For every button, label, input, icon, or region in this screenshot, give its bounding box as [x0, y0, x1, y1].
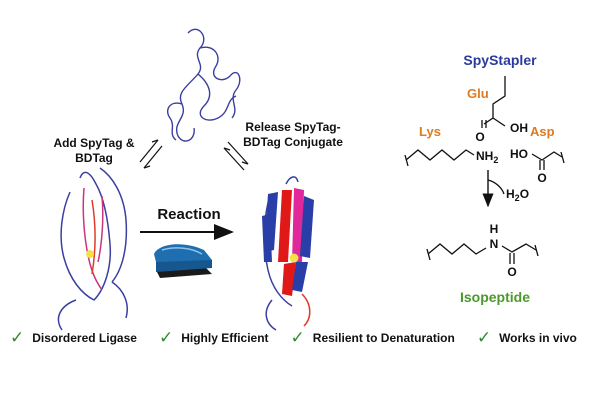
isopeptide-site-right	[289, 253, 299, 263]
feature-item: ✓ Highly Efficient	[158, 327, 269, 348]
checkmark-icon: ✓	[476, 327, 492, 348]
equilibrium-arrow-left	[139, 139, 163, 169]
lys-side-chain	[405, 149, 475, 161]
asp-hydroxyl: HO	[510, 147, 528, 161]
water-label: H2O	[506, 187, 529, 203]
release-label-line2: BDTag Conjugate	[243, 135, 343, 149]
add-label-line1: Add SpyTag &	[53, 136, 134, 150]
feature-list: ✓ Disordered Ligase ✓ Highly Efficient ✓…	[10, 326, 600, 350]
disordered-ligase-structure	[166, 28, 241, 142]
checkmark-icon: ✓	[290, 327, 305, 348]
lys-backbone-cut	[404, 154, 409, 167]
spystapler-title: SpyStapler	[463, 52, 537, 68]
product-carbonyl-bond	[509, 253, 515, 264]
release-label-line1: Release SpyTag-	[245, 120, 340, 134]
lys-label: Lys	[419, 124, 441, 139]
feature-item: ✓ Disordered Ligase	[10, 327, 137, 348]
ligase-tag-complex-right	[262, 176, 314, 331]
feature-label: Works in vivo	[499, 331, 577, 345]
isopeptide-label: Isopeptide	[460, 289, 530, 305]
glu-carbonyl-o: O	[475, 130, 484, 144]
amide-nitrogen: N	[490, 237, 499, 251]
equilibrium-arrow-right	[223, 141, 249, 171]
feature-label: Resilient to Denaturation	[312, 331, 455, 345]
feature-label: Disordered Ligase	[32, 331, 137, 345]
checkmark-icon: ✓	[10, 327, 25, 348]
checkmark-icon: ✓	[158, 327, 174, 348]
product-carbonyl-o: O	[507, 265, 516, 279]
add-label-line2: BDTag	[75, 151, 113, 165]
asp-side-chain	[531, 151, 565, 170]
lys-amine: NH2	[476, 149, 498, 165]
glu-hydroxyl: OH	[510, 121, 528, 135]
reactive-site-left	[86, 250, 94, 258]
glu-label: Glu	[467, 86, 489, 101]
product-asp-chain	[501, 243, 537, 253]
feature-label: Highly Efficient	[181, 331, 269, 345]
product-backbone-cut	[426, 248, 431, 261]
stapler-illustration	[154, 244, 212, 278]
feature-item: ✓ Resilient to Denaturation	[290, 327, 455, 348]
glu-side-chain	[481, 76, 506, 128]
reaction-label: Reaction	[157, 206, 220, 223]
amide-hydrogen: H	[490, 222, 499, 236]
asp-carbonyl-o: O	[537, 171, 546, 185]
feature-item: ✓ Works in vivo	[476, 327, 577, 348]
water-release-arrow	[487, 179, 505, 195]
product-lys-chain	[427, 243, 487, 255]
asp-label: Asp	[530, 124, 555, 139]
product-backbone-cut-right	[534, 244, 539, 257]
ligase-tag-complex-left	[57, 167, 128, 331]
